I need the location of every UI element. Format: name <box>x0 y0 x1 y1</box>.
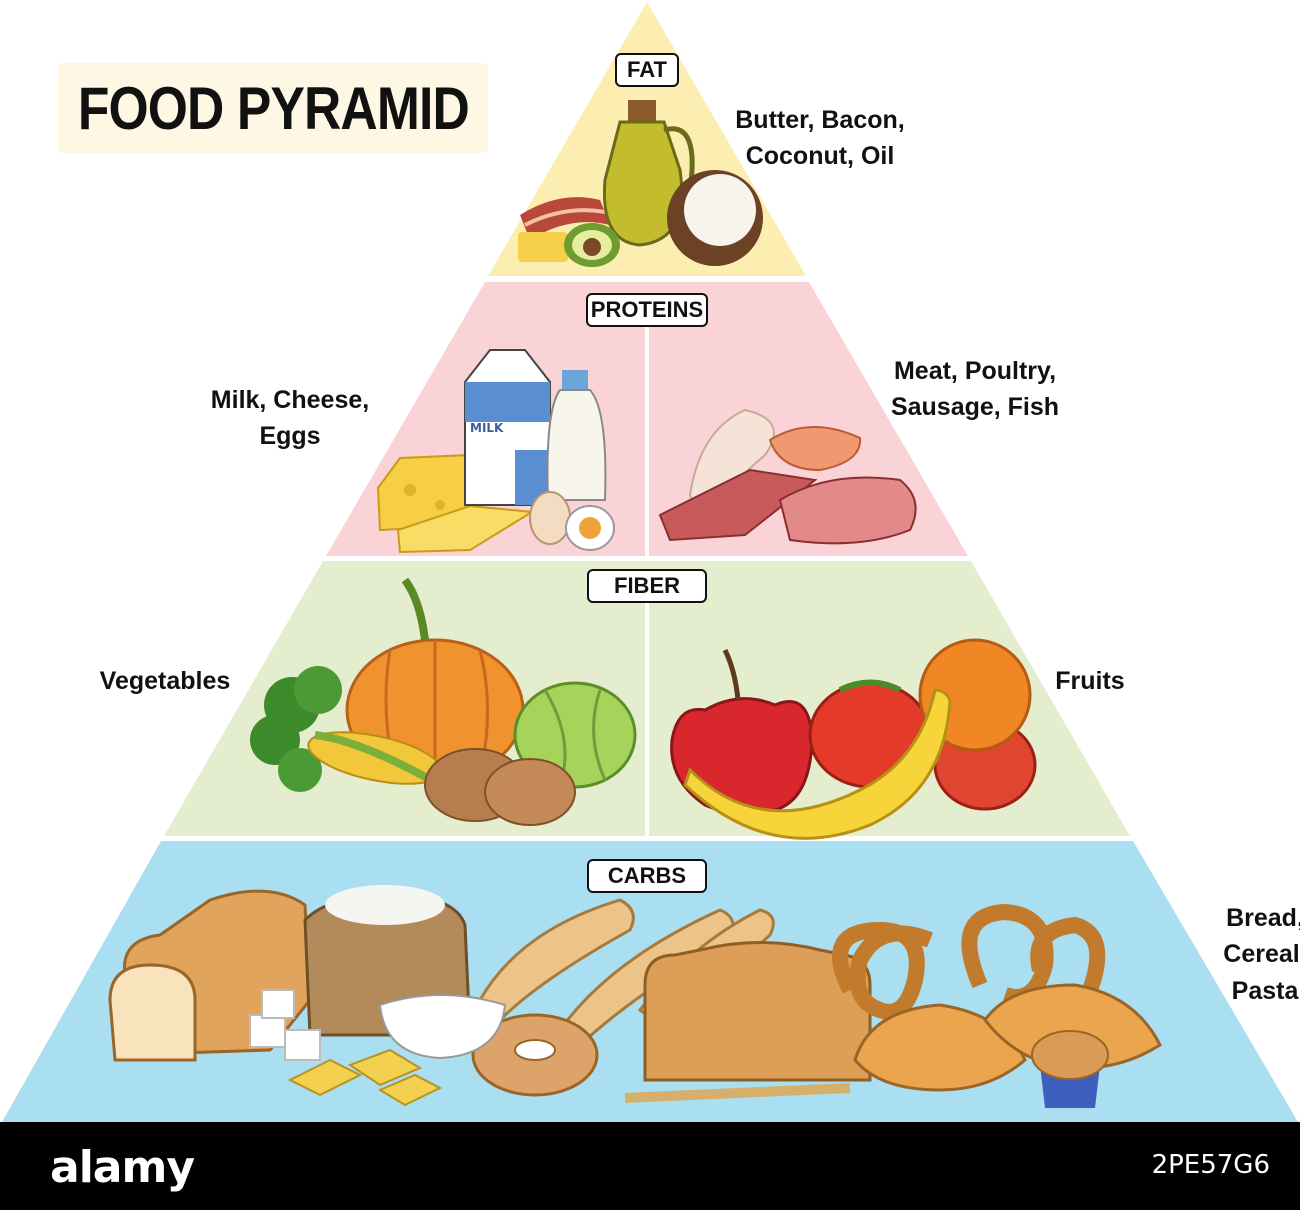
watermark-bar: alamy 2PE57G6 <box>0 1122 1300 1210</box>
muffin-icon <box>1031 1030 1109 1108</box>
bacon-icon <box>520 197 610 240</box>
broccoli-icon <box>250 666 342 792</box>
page-title: FOOD PYRAMID <box>77 74 469 142</box>
meat-steak-icon <box>658 468 917 545</box>
flour-bowl-icon <box>378 994 507 1060</box>
pyramid-svg: MILK <box>2 2 1298 1122</box>
vegetables-label: Vegetables <box>99 667 231 695</box>
salmon-steak-icon <box>768 426 862 472</box>
egg-icon <box>529 491 615 551</box>
milk-carton-icon: MILK <box>464 349 551 506</box>
tier-tag-fiber: FIBER <box>587 569 707 603</box>
tier-tag-fat: FAT <box>615 53 679 87</box>
fruits-label: Fruits <box>1055 667 1125 695</box>
potato-icon <box>424 748 576 826</box>
bagel-icon <box>471 1013 599 1097</box>
tier-tag-proteins: PROTEINS <box>586 293 708 327</box>
image-id: 2PE57G6 <box>1151 1150 1270 1180</box>
fat-foods-label: Butter, Bacon, Coconut, Oil <box>735 106 905 171</box>
milk-bottle-icon <box>546 370 607 501</box>
title-box: FOOD PYRAMID <box>58 63 488 153</box>
alamy-logo: alamy <box>50 1142 195 1193</box>
sugar-cubes-icon <box>249 989 321 1061</box>
svg-text:MILK: MILK <box>470 421 504 435</box>
corn-icon <box>307 731 443 789</box>
butter-icon <box>518 232 568 262</box>
avocado-icon <box>564 223 620 267</box>
carbs-foods-label: Bread, Cereal, Pasta <box>1223 904 1300 1005</box>
dairy-foods-label: Milk, Cheese, Eggs <box>210 386 370 451</box>
tier-tag-carbs: CARBS <box>587 859 707 893</box>
bread-loaf-icon <box>643 941 872 1082</box>
croissant-icon <box>853 983 1162 1092</box>
coconut-icon <box>667 170 763 266</box>
pasta-icon <box>287 1048 851 1107</box>
banana-icon <box>683 688 952 840</box>
meat-foods-label: Meat, Poultry, Sausage, Fish <box>890 357 1060 422</box>
